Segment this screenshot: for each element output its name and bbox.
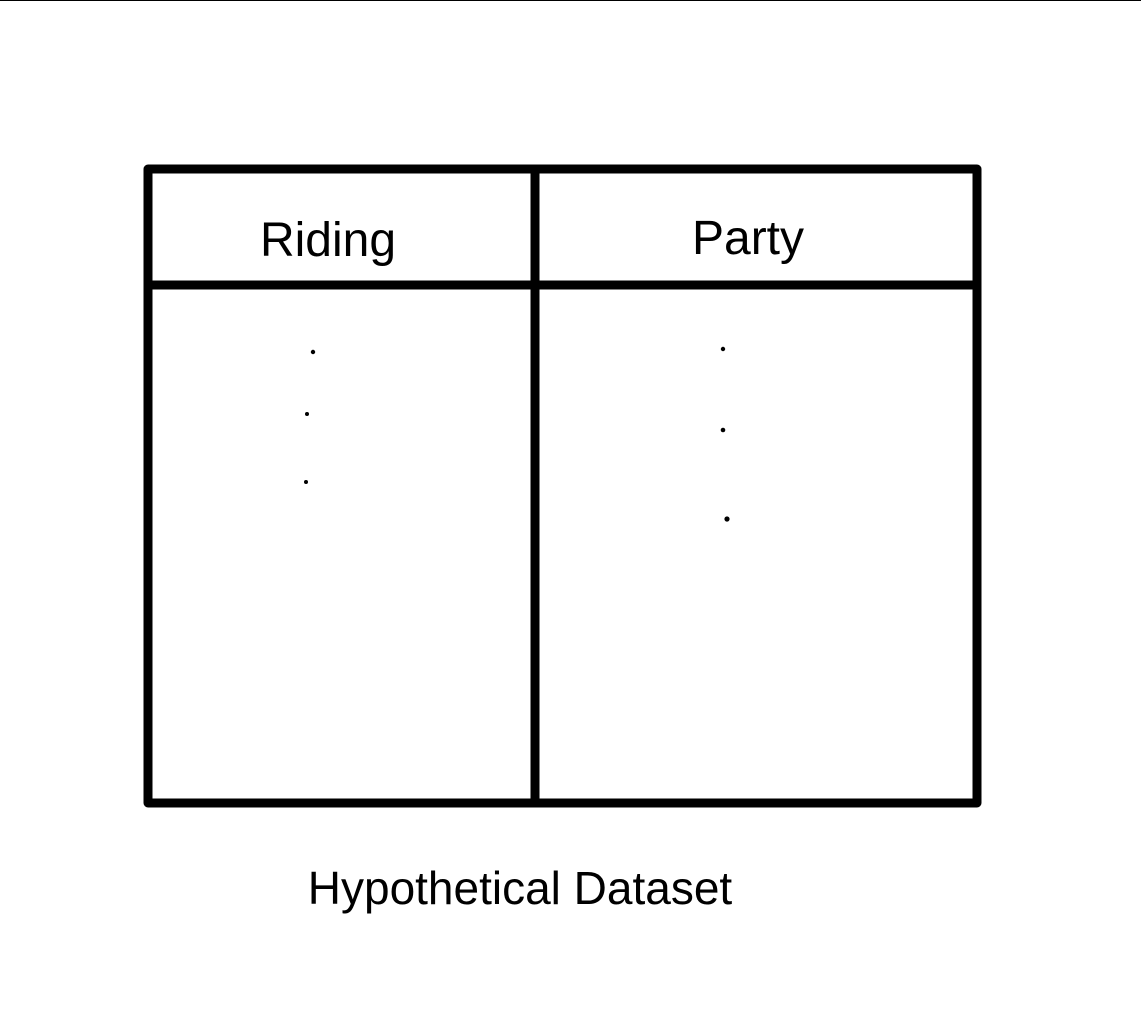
ellipsis-dot <box>304 480 308 484</box>
table-outer-border <box>143 164 982 808</box>
riding-column-ellipsis <box>304 349 316 484</box>
ellipsis-dot <box>305 412 309 416</box>
ellipsis-dot <box>724 516 730 522</box>
party-column-ellipsis <box>720 346 730 522</box>
top-border-line <box>0 0 1141 1</box>
ellipsis-dot <box>720 427 726 433</box>
ellipsis-dot <box>310 349 316 355</box>
diagram-caption: Hypothetical Dataset <box>307 862 733 914</box>
column-header-party: Party <box>692 212 804 265</box>
ellipsis-dot <box>720 346 726 352</box>
column-header-riding: Riding <box>260 214 396 267</box>
